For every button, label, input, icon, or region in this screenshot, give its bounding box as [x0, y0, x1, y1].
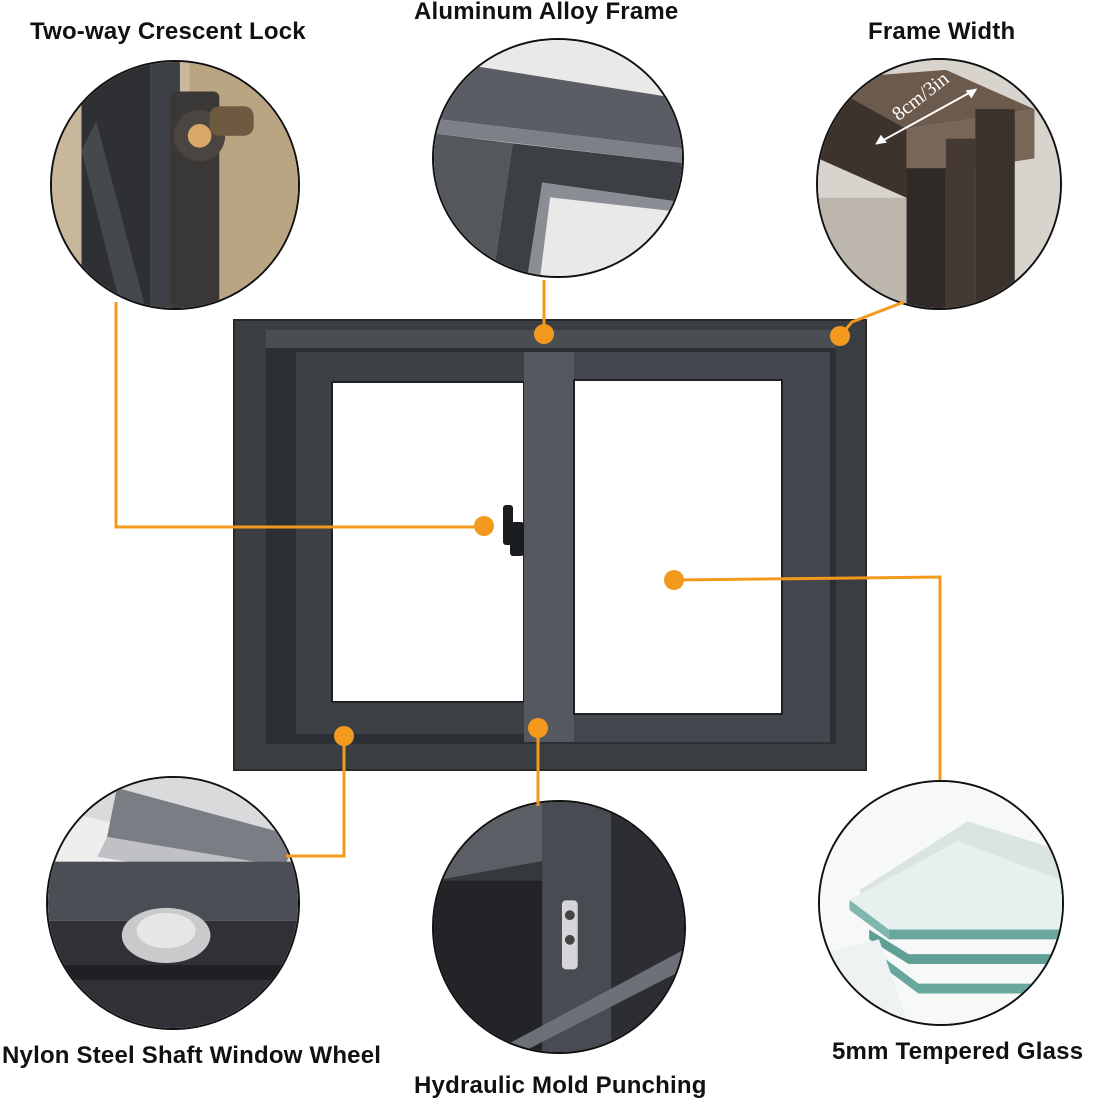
right-sash: [524, 352, 830, 742]
callout-dot-punch: [528, 718, 548, 738]
meeting-stile: [524, 352, 574, 742]
label-crescent-lock: Two-way Crescent Lock: [30, 18, 306, 45]
right-glass: [573, 379, 783, 715]
left-sash: [296, 352, 536, 734]
outer-frame: [233, 319, 867, 771]
callout-line-width: [838, 300, 905, 337]
callout-dot-lock: [474, 516, 494, 536]
callout-line-lock: [114, 302, 484, 529]
lock-body: [510, 522, 524, 556]
label-aluminum-frame: Aluminum Alloy Frame: [414, 0, 679, 25]
detail-circle-tempered-glass: [818, 780, 1064, 1026]
label-mold-punching: Hydraulic Mold Punching: [414, 1072, 707, 1099]
label-frame-width: Frame Width: [868, 18, 1016, 45]
left-glass: [331, 381, 525, 703]
callout-dot-width: [830, 326, 850, 346]
detail-circle-frame-width: [816, 58, 1062, 310]
detail-circle-crescent-lock: [50, 60, 300, 310]
callout-dot-glass: [664, 570, 684, 590]
callout-line-wheel: [286, 736, 346, 858]
callout-dots: [334, 324, 850, 746]
detail-circle-window-wheel: [46, 776, 300, 1030]
label-tempered-glass: 5mm Tempered Glass: [832, 1038, 1084, 1065]
detail-circle-mold-punching: [432, 800, 686, 1054]
callout-dot-frame: [534, 324, 554, 344]
detail-circle-aluminum-frame: [432, 38, 684, 278]
lock-handle: [503, 505, 513, 545]
inner-frame: [266, 348, 836, 744]
top-rail: [266, 330, 836, 348]
callout-lines: [114, 280, 942, 858]
callout-line-glass: [675, 575, 942, 780]
label-window-wheel: Nylon Steel Shaft Window Wheel: [2, 1042, 382, 1069]
callout-dot-wheel: [334, 726, 354, 746]
